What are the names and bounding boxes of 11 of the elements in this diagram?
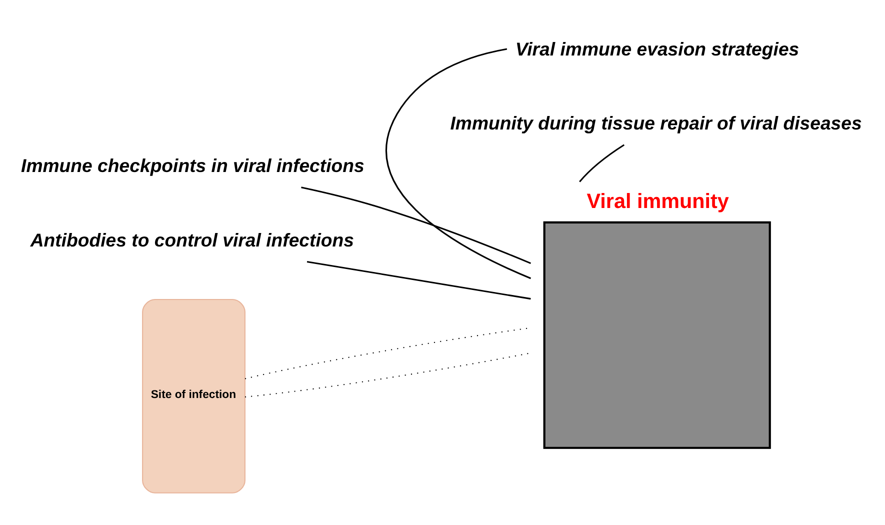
node-text: Immunity during tissue repair of viral diseases — [450, 112, 862, 134]
connector — [244, 352, 531, 397]
node-text: Antibodies to control viral infections — [30, 229, 354, 250]
connector — [306, 260, 531, 300]
node-text: Immune checkpoints in viral infections — [21, 154, 364, 176]
connector — [301, 186, 532, 264]
connector — [386, 48, 532, 279]
node-box: Site of infection — [142, 298, 246, 493]
connector — [579, 144, 625, 182]
node-text: Viral immune evasion strategies — [515, 38, 800, 59]
node-label: Viral immunity — [586, 189, 729, 212]
